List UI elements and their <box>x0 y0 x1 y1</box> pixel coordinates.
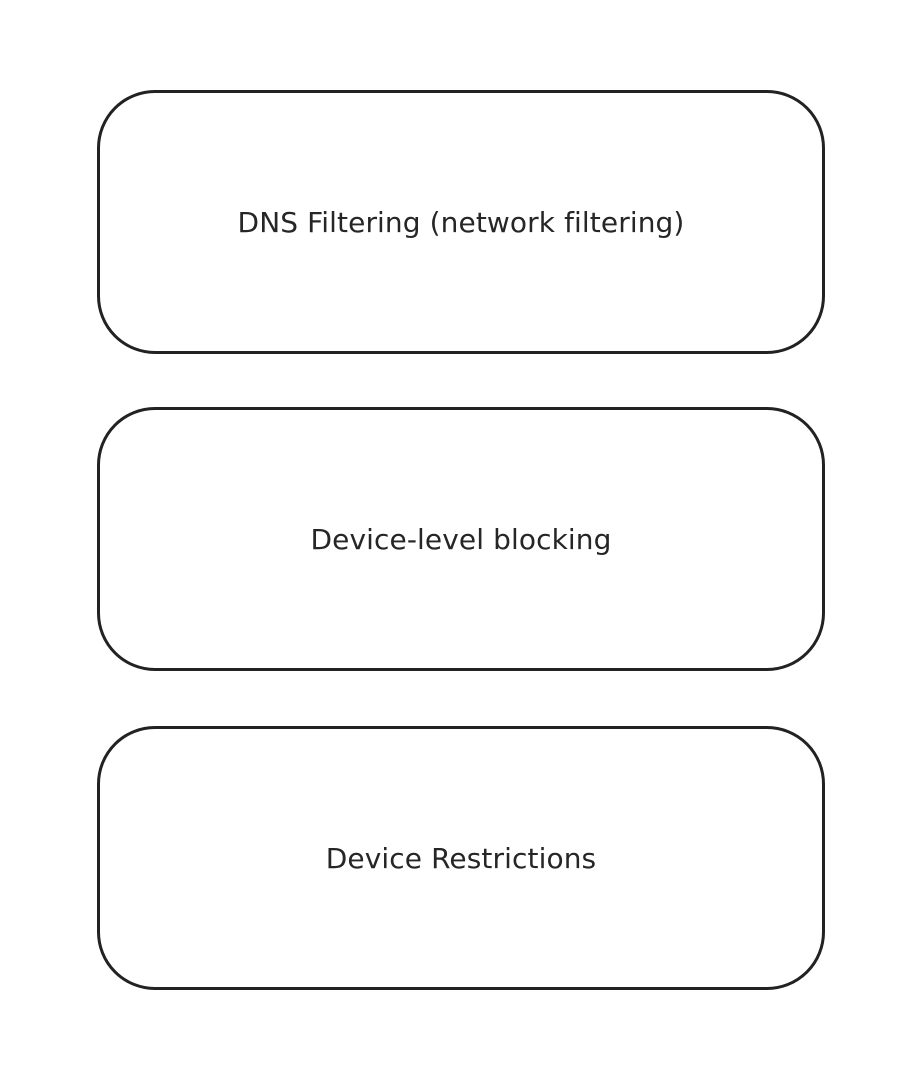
dns-filtering-box: DNS Filtering (network filtering) <box>97 90 825 354</box>
device-restrictions-label: Device Restrictions <box>325 841 597 875</box>
device-level-blocking-box: Device-level blocking <box>97 407 825 671</box>
dns-filtering-label: DNS Filtering (network filtering) <box>237 205 685 239</box>
device-restrictions-box: Device Restrictions <box>97 726 825 990</box>
device-level-blocking-label: Device-level blocking <box>310 522 612 556</box>
